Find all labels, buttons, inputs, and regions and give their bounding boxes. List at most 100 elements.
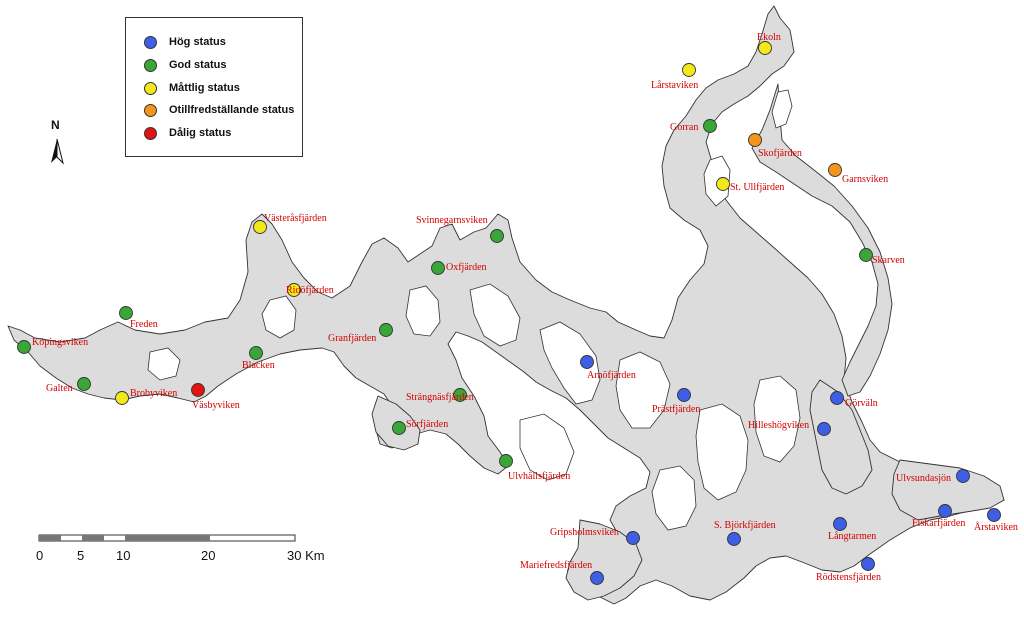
- site-marker: [682, 63, 696, 77]
- site-label: Köpingsviken: [32, 337, 88, 348]
- scale-tick: 10: [116, 548, 131, 563]
- legend-item-god: God status: [144, 57, 226, 73]
- north-arrow-left: [51, 139, 57, 163]
- site-label: Galten: [46, 383, 73, 394]
- site-label: Hilleshögviken: [748, 420, 809, 431]
- site-label: Blacken: [242, 360, 275, 371]
- scale-tick: 20: [201, 548, 216, 563]
- site-label: Ekoln: [757, 32, 781, 43]
- island: [695, 403, 749, 501]
- site-marker: [580, 355, 594, 369]
- legend-dot-otillfredstallande: [144, 103, 157, 117]
- site-marker: [716, 177, 730, 191]
- site-label: Svinnegarnsviken: [416, 215, 488, 226]
- site-marker: [833, 517, 847, 531]
- site-label: Fiskarfjärden: [912, 518, 965, 529]
- site-marker: [938, 504, 952, 518]
- site-marker: [677, 388, 691, 402]
- legend-label: God status: [169, 59, 227, 71]
- site-label: Skofjärden: [758, 148, 802, 159]
- site-marker: [817, 422, 831, 436]
- island: [753, 375, 801, 463]
- scale-tick: 0: [36, 548, 44, 563]
- site-label: Garnsviken: [842, 174, 888, 185]
- site-label: Görväln: [845, 398, 878, 409]
- site-marker: [287, 283, 301, 297]
- site-marker: [861, 557, 875, 571]
- scale-segment: [39, 535, 61, 541]
- scale-tick: 5: [77, 548, 85, 563]
- site-label: Västeråsfjärden: [264, 213, 327, 224]
- site-marker: [453, 388, 467, 402]
- site-marker: [758, 41, 772, 55]
- legend-dot-mattlig: [144, 81, 157, 95]
- site-marker: [748, 133, 762, 147]
- island: [147, 347, 181, 381]
- legend: Hög status God status Måttlig status Oti…: [125, 17, 303, 157]
- lake-gorvaln-branch: [809, 379, 873, 495]
- site-label: Oxfjärden: [446, 262, 487, 273]
- island: [651, 465, 697, 531]
- site-label: Gripsholmsviken: [550, 527, 619, 538]
- site-marker: [77, 377, 91, 391]
- site-label: Granfjärden: [328, 333, 376, 344]
- legend-label: Dålig status: [169, 127, 232, 139]
- lake-south-lobe: [565, 519, 643, 601]
- legend-dot-hog: [144, 35, 157, 49]
- north-label: N: [51, 118, 60, 132]
- site-marker: [249, 346, 263, 360]
- north-arrow-right: [56, 138, 64, 165]
- site-label: Brobyviken: [130, 388, 177, 399]
- island: [771, 89, 793, 129]
- site-marker: [115, 391, 129, 405]
- scale-segment: [82, 535, 104, 541]
- site-label: Strängnäsfjärden: [406, 392, 474, 403]
- site-label: S. Björkfjärden: [714, 520, 776, 531]
- legend-item-mattlig: Måttlig status: [144, 80, 240, 96]
- legend-label: Hög status: [169, 36, 226, 48]
- legend-label: Måttlig status: [169, 82, 240, 94]
- legend-dot-god: [144, 58, 157, 72]
- site-marker: [119, 306, 133, 320]
- site-marker: [828, 163, 842, 177]
- lake-islands: [147, 89, 801, 531]
- north-arrow-icon: [51, 138, 64, 165]
- site-label: Freden: [130, 319, 158, 330]
- site-label: Ulvhällsfjärden: [508, 471, 570, 482]
- legend-item-otillfredstallande: Otillfredställande status: [144, 102, 294, 118]
- island: [261, 295, 297, 339]
- site-marker: [490, 229, 504, 243]
- site-label: Gorran: [670, 122, 698, 133]
- site-label: Ridöfjärden: [286, 285, 334, 296]
- island: [615, 351, 671, 429]
- scale-tick: 30 Km: [287, 548, 325, 563]
- site-marker: [626, 531, 640, 545]
- site-label: Långtarmen: [828, 531, 876, 542]
- site-label: Arnöfjärden: [587, 370, 636, 381]
- site-marker: [987, 508, 1001, 522]
- site-marker: [727, 532, 741, 546]
- legend-item-hog: Hög status: [144, 34, 226, 50]
- site-marker: [392, 421, 406, 435]
- legend-item-dalig: Dålig status: [144, 125, 231, 141]
- legend-dot-dalig: [144, 126, 157, 140]
- site-label: Väsbyviken: [192, 400, 240, 411]
- site-marker: [253, 220, 267, 234]
- lake-ne-branch: [751, 83, 893, 397]
- site-label: St. Ullfjärden: [730, 182, 784, 193]
- site-label: Lårstaviken: [651, 80, 698, 91]
- site-label: Prästfjärden: [652, 404, 700, 415]
- site-marker: [859, 248, 873, 262]
- site-marker: [431, 261, 445, 275]
- island: [469, 283, 521, 347]
- site-marker: [830, 391, 844, 405]
- site-label: Skarven: [872, 255, 905, 266]
- scale-segment: [125, 535, 210, 541]
- site-label: Rödstensfjärden: [816, 572, 881, 583]
- site-marker: [703, 119, 717, 133]
- site-marker: [956, 469, 970, 483]
- site-marker: [590, 571, 604, 585]
- island: [519, 413, 575, 481]
- site-marker: [499, 454, 513, 468]
